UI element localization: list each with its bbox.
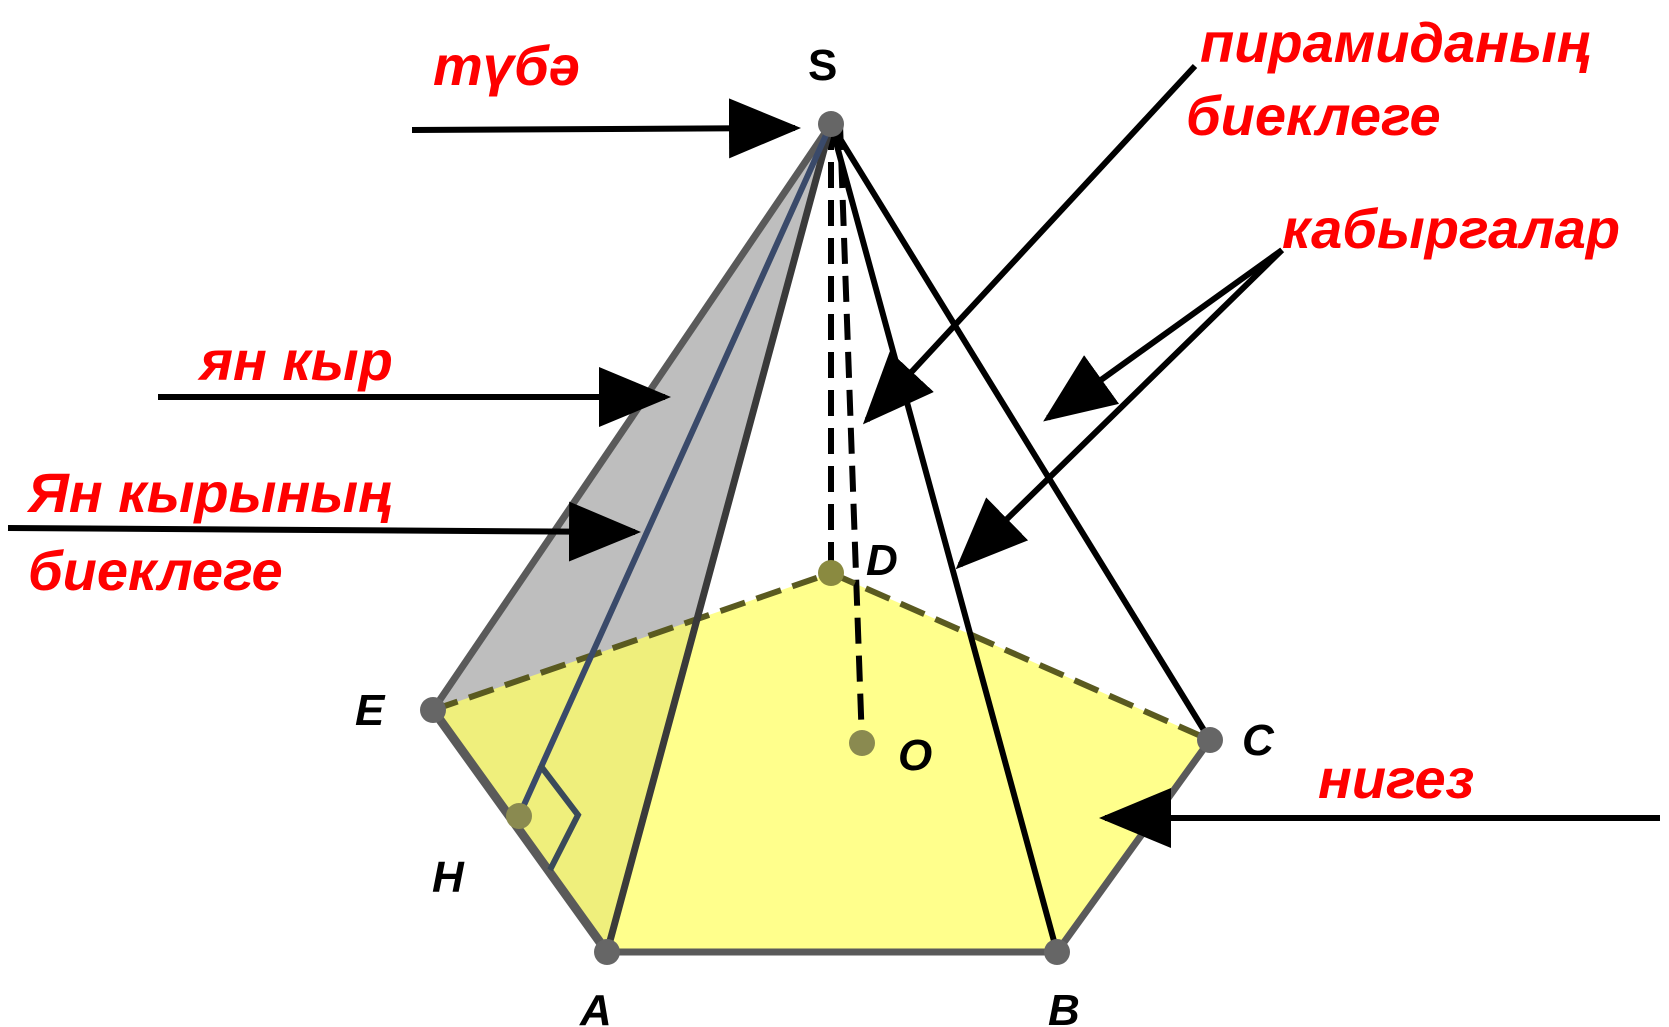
arrow-lateral-height xyxy=(7,501,641,562)
base-edge-d-c-hidden xyxy=(829,570,1212,743)
term-edges: кабыргалар xyxy=(1282,197,1620,260)
point-s xyxy=(818,111,844,137)
vertex-label-d: D xyxy=(866,536,898,585)
arrow-pyramid-height xyxy=(862,63,1198,425)
right-angle-mark xyxy=(537,763,582,872)
point-h xyxy=(506,803,532,829)
vertex-label-o: O xyxy=(898,731,932,780)
term-apex: түбә xyxy=(433,34,580,97)
vertex-label-c: C xyxy=(1242,716,1275,765)
arrow-edges-1 xyxy=(1043,247,1284,422)
pyramid-base xyxy=(433,573,1210,952)
term-lateral-height-line1: Ян кырының xyxy=(26,461,392,524)
vertex-label-h: H xyxy=(432,853,465,902)
edge-s-a xyxy=(603,123,835,953)
arrow-apex xyxy=(411,98,801,159)
point-a xyxy=(594,939,620,965)
vertex-label-b: B xyxy=(1048,986,1080,1027)
term-lateral-edge: ян кыр xyxy=(197,329,393,392)
apothem-s-h xyxy=(516,122,834,818)
point-o xyxy=(849,730,875,756)
point-c xyxy=(1197,727,1223,753)
base-edge-e-a xyxy=(429,707,611,955)
point-e xyxy=(420,697,446,723)
edge-s-c xyxy=(828,122,1213,742)
base-edge-e-d-hidden xyxy=(432,570,832,713)
term-base: нигез xyxy=(1318,747,1474,810)
vertex-label-s: S xyxy=(808,41,837,90)
vertex-label-a: A xyxy=(579,986,612,1027)
term-pyramid-height-line1: пирамиданың xyxy=(1200,11,1591,74)
vertex-label-e: E xyxy=(355,686,386,735)
height-s-o-hidden xyxy=(837,123,865,744)
point-d xyxy=(818,560,844,586)
arrow-edges-2 xyxy=(955,247,1285,570)
point-b xyxy=(1044,939,1070,965)
term-lateral-height-line2: биеклеге xyxy=(28,539,283,602)
term-pyramid-height-line2: биеклеге xyxy=(1186,84,1441,147)
edge-s-b xyxy=(828,123,1060,953)
